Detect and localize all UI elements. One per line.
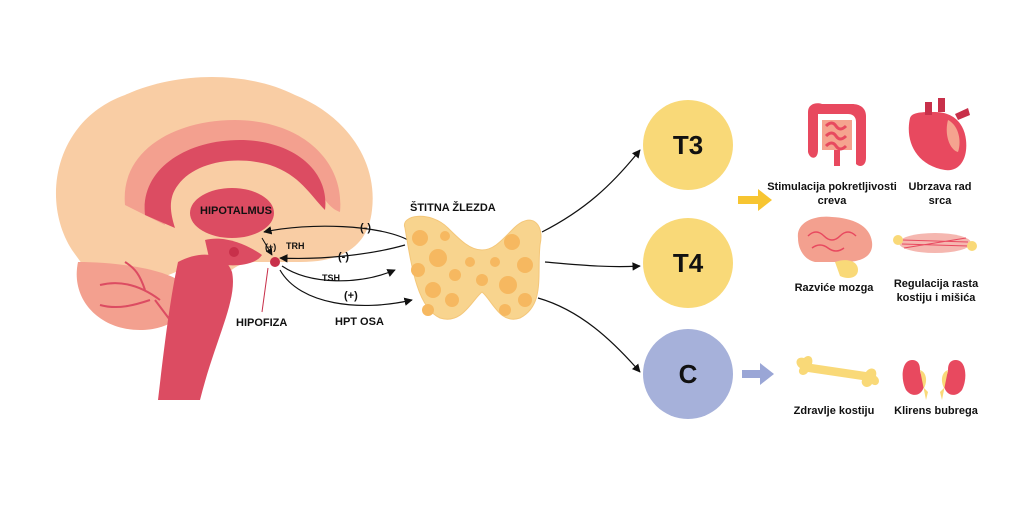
bone-caption: Zdravlje kostiju (794, 405, 875, 417)
hpt-axis-arrows (263, 225, 413, 307)
arrow-to-c (537, 297, 641, 373)
muscle-icon (893, 233, 977, 253)
brain-cortex (55, 76, 373, 285)
hypothalamus-label: HIPOTALMUS (200, 205, 272, 217)
feedback-arrow-2 (279, 244, 406, 263)
hormone-t4: T4 (643, 218, 733, 308)
kidney-icon (902, 360, 966, 400)
kidney-caption: Klirens bubrega (894, 405, 979, 417)
c-label: C (679, 359, 698, 389)
t4-circle (643, 218, 733, 308)
tsh-arrow (281, 265, 396, 282)
trh-sign: (+) (265, 242, 276, 252)
yellow-block-arrow (738, 189, 772, 211)
pituitary-pointer (261, 267, 269, 313)
thyroid-follicles (411, 230, 533, 316)
hormone-t3: T3 (643, 100, 733, 190)
arrow-to-t3 (541, 149, 641, 233)
blue-block-arrow (742, 363, 774, 385)
t3-label: T3 (673, 130, 703, 160)
corpus-callosum-outer (124, 120, 341, 225)
feedback-arrow-1 (263, 225, 409, 241)
heart-caption-2: srca (929, 195, 953, 207)
mammillary-body (229, 247, 239, 257)
heart-icon (908, 98, 970, 171)
cerebellum-veins (99, 261, 171, 321)
brainstem (158, 254, 233, 400)
tsh-label: TSH (322, 273, 340, 283)
brain-caption: Razviće mozga (795, 282, 875, 294)
trh-label: TRH (286, 241, 305, 251)
t3-circle (643, 100, 733, 190)
c-circle (643, 329, 733, 419)
heart-caption-1: Ubrzava rad (909, 181, 972, 193)
corpus-callosum-inner (144, 140, 326, 228)
cerebellum (76, 262, 188, 330)
negative-feedback-2: (-) (338, 251, 349, 263)
negative-feedback-1: (-) (360, 222, 371, 234)
t4-label: T4 (673, 248, 704, 278)
hormone-arrows (537, 149, 641, 373)
bone-icon (796, 356, 879, 387)
hpt-arrow (279, 269, 413, 307)
intestine-caption-2: creva (818, 195, 848, 207)
arrow-to-t4 (544, 261, 641, 271)
intestine-caption-1: Stimulacija pokretljivosti (767, 181, 897, 193)
thyroid-gland (404, 215, 542, 320)
positive-label: (+) (344, 290, 358, 302)
thyroid-label: ŠTITNA ŽLEZDA (410, 201, 496, 214)
pituitary-gland (270, 257, 280, 267)
thalamus (190, 188, 274, 238)
intestine-icon (808, 103, 866, 166)
muscle-caption-2: kostiju i mišića (897, 292, 977, 304)
brain-illustration (55, 76, 373, 400)
hormone-c: C (643, 329, 733, 419)
brain-effect-icon (797, 216, 873, 278)
trh-arrow (261, 237, 273, 256)
pituitary-label: HIPOFIZA (236, 317, 287, 329)
hpt-label: HPT OSA (335, 316, 384, 328)
muscle-caption-1: Regulacija rasta (894, 278, 979, 290)
